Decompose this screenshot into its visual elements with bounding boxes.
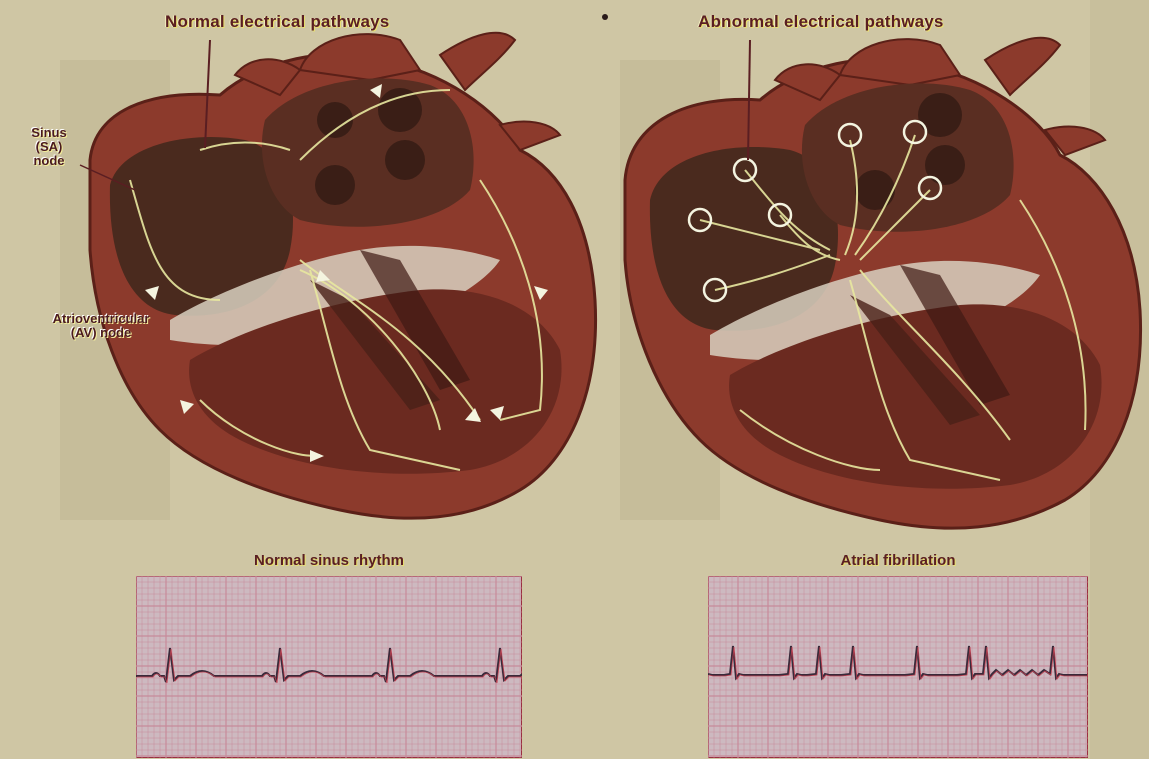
abnormal-pathways-title: Abnormal electrical pathways xyxy=(698,12,944,32)
print-dot xyxy=(601,13,611,23)
aorta xyxy=(840,39,960,85)
sa-node-label: Sinus (SA) node xyxy=(14,126,84,168)
sa-node-label-line-1: Sinus xyxy=(14,126,84,140)
normal-ecg-title: Normal sinus rhythm xyxy=(136,552,522,569)
normal-pathways-title: Normal electrical pathways xyxy=(165,12,389,32)
sa-node-label-line-3: node xyxy=(14,154,84,168)
sa-node-label-line-2: (SA) xyxy=(14,140,84,154)
ecg-background xyxy=(708,576,1088,758)
afib-ecg-title: Atrial fibrillation xyxy=(708,552,1088,569)
normal-ecg-strip xyxy=(136,576,522,758)
afib-ecg-strip xyxy=(708,576,1088,758)
ecg-background xyxy=(136,576,522,758)
av-node-label-line-2: (AV) node xyxy=(16,326,186,340)
av-node-label: Atrioventricular (AV) node xyxy=(16,312,186,340)
av-node-label-line-1: Atrioventricular xyxy=(16,312,186,326)
vessel-top-right xyxy=(985,38,1060,95)
